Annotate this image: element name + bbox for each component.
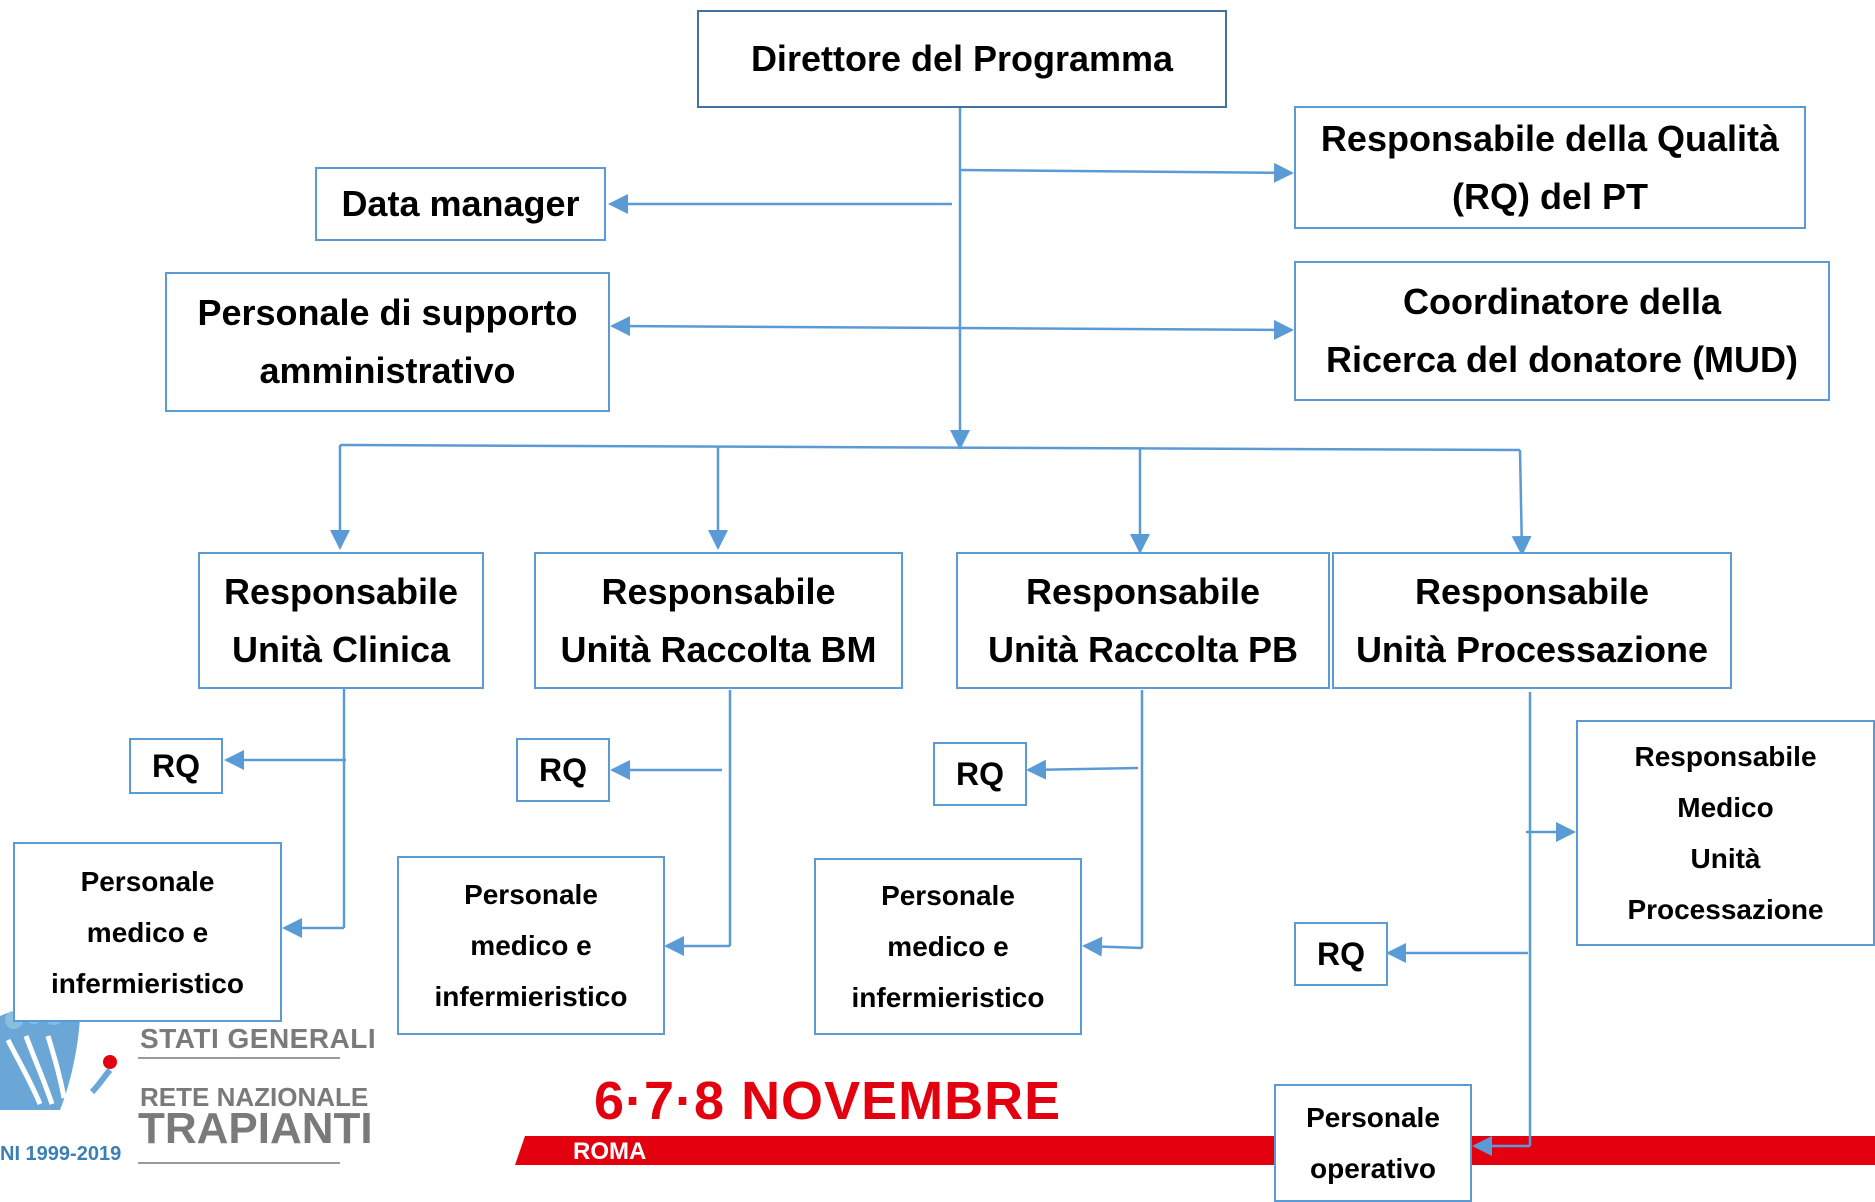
node-operative-staff: Personale operativo (1274, 1084, 1472, 1202)
node-label: amministrativo (259, 350, 516, 391)
node-label: Medico (1677, 792, 1774, 823)
node-label: medico e (887, 931, 1009, 962)
node-rq-pb: RQ (933, 742, 1027, 806)
node-admin-support: Personale di supporto amministrativo (165, 272, 610, 412)
node-label: Responsabile (601, 570, 836, 612)
node-pb-collection-unit: Responsabile Unità Raccolta PB (956, 552, 1330, 689)
node-label: Responsabile (1414, 570, 1650, 612)
node-medical-processing-manager: Responsabile Medico Unità Processazione (1576, 720, 1875, 946)
unit-bus-line (339, 443, 1521, 452)
node-rq-processing: RQ (1294, 922, 1388, 986)
node-label: Processazione (1627, 894, 1824, 925)
node-label: Unità Raccolta PB (987, 628, 1299, 670)
node-data-manager: Data manager (315, 167, 606, 241)
logo-line-rete-nazionale: RETE NAZIONALE (140, 1082, 369, 1112)
node-staff-bm: Personale medico e infermieristico (397, 856, 665, 1035)
node-label: Ricerca del donatore (MUD) (1325, 339, 1799, 380)
node-rq-clinical: RQ (129, 738, 223, 794)
node-label: medico e (86, 916, 209, 948)
node-label: infermieristico (851, 982, 1045, 1013)
node-staff-pb: Personale medico e infermieristico (814, 858, 1082, 1035)
link-rq-pb (1026, 759, 1139, 780)
node-donor-search-coordinator: Coordinatore della Ricerca del donatore … (1294, 261, 1830, 401)
link-quality (959, 162, 1294, 183)
node-label: Direttore del Programma (750, 38, 1174, 79)
node-label: Unità Processazione (1355, 628, 1709, 670)
node-label: Personale (1306, 1102, 1440, 1133)
node-label: Responsabile della Qualità (1320, 117, 1780, 159)
node-label: Personale (464, 879, 598, 910)
link-staff-pb (1082, 936, 1143, 957)
node-label: Responsabile (1634, 741, 1817, 772)
logo-line-trapianti: TRAPIANTI (138, 1104, 373, 1153)
node-rq-bm: RQ (516, 738, 610, 802)
node-label: (RQ) del PT (1452, 175, 1648, 217)
node-label: medico e (470, 930, 592, 961)
node-bm-collection-unit: Responsabile Unità Raccolta BM (534, 552, 903, 689)
node-director: Direttore del Programma (697, 10, 1227, 108)
logo-years: NI 1999-2019 (0, 1143, 122, 1165)
event-city: ROMA (573, 1138, 647, 1165)
node-label: RQ (1317, 936, 1365, 972)
link-admin-support (610, 316, 961, 337)
node-label: Responsabile (1025, 570, 1261, 612)
node-quality-manager: Responsabile della Qualità (RQ) del PT (1294, 106, 1806, 229)
node-label: RQ (152, 748, 200, 784)
node-label: Unità Clinica (231, 628, 451, 670)
node-label: Personale (80, 865, 215, 897)
link-donor-coord (959, 319, 1294, 340)
node-staff-clinical: Personale medico e infermieristico (13, 842, 282, 1022)
node-label: infermieristico (434, 981, 628, 1012)
red-banner-stripe (515, 1136, 1875, 1165)
node-label: Personale (881, 880, 1015, 911)
node-processing-unit: Responsabile Unità Processazione (1332, 552, 1732, 689)
node-label: RQ (539, 752, 587, 788)
node-label: operativo (1309, 1153, 1437, 1184)
node-label: Data manager (341, 183, 580, 224)
node-label: Unità (1690, 843, 1761, 874)
node-label: Responsabile (223, 570, 459, 612)
link-processing (1511, 449, 1532, 556)
event-dates: 6·7·8 NOVEMBRE (594, 1071, 1062, 1131)
node-label: Coordinatore della (1402, 281, 1722, 322)
node-label: Personale di supporto (197, 292, 578, 333)
node-label: Unità Raccolta BM (560, 628, 877, 670)
node-clinical-unit: Responsabile Unità Clinica (198, 552, 484, 689)
node-label: infermieristico (51, 967, 244, 999)
logo-line-stati-generali: STATI GENERALI (140, 1023, 377, 1054)
node-label: RQ (956, 756, 1004, 792)
